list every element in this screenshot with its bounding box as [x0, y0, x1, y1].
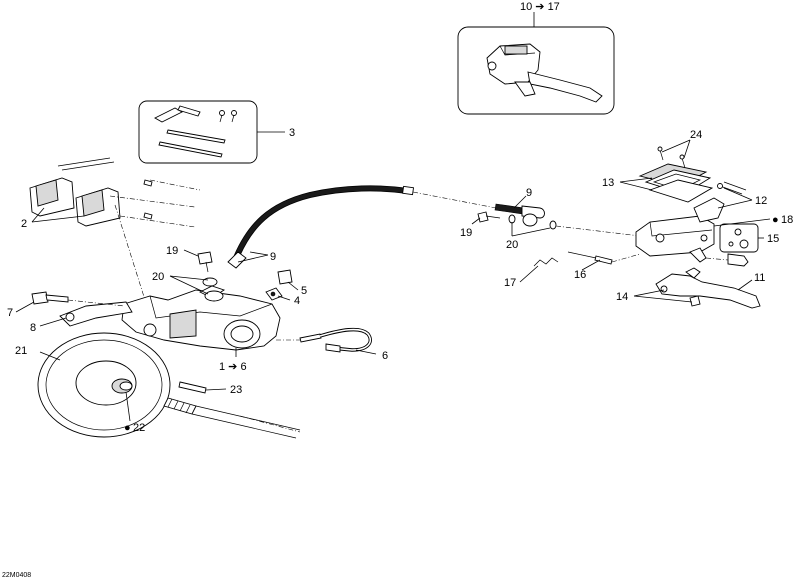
callout-6: 6	[382, 350, 388, 362]
drop-icon: ●	[772, 214, 779, 226]
caliper-bolt	[31, 291, 69, 305]
push-rod-and-spring	[533, 251, 613, 267]
callout-23: 23	[230, 384, 242, 396]
callout-18: 18	[781, 214, 793, 226]
caliper-bracket	[59, 301, 133, 327]
callout-24: 24	[690, 129, 702, 141]
callout-21: 21	[15, 345, 27, 357]
callout-10-17: 10 ➔ 17	[520, 1, 560, 13]
brake-hose	[227, 185, 415, 269]
inset-pins-and-bleeders	[138, 100, 258, 164]
brake-lever	[655, 267, 761, 309]
callout-19-left: 19	[166, 245, 178, 257]
drop-icon: ●	[124, 422, 131, 434]
lever-end-cap	[727, 253, 749, 267]
pad-retaining-screws	[143, 179, 153, 220]
leader-lines	[15, 12, 771, 422]
brake-pipe	[299, 327, 372, 353]
callout-20-left: 20	[152, 271, 164, 283]
hose-end-fitting	[494, 203, 545, 219]
callout-14: 14	[616, 291, 628, 303]
master-cylinder	[635, 215, 715, 263]
callout-22: 22	[133, 422, 145, 434]
brake-disc	[37, 332, 171, 438]
callout-17: 17	[504, 277, 516, 289]
callout-20-right: 20	[506, 239, 518, 251]
drive-shaft	[163, 381, 301, 439]
callout-8: 8	[30, 322, 36, 334]
bleeder-screw-and-cap	[265, 269, 293, 301]
callout-13: 13	[602, 177, 614, 189]
reservoir-cover-and-diaphragm	[638, 146, 714, 203]
callout-11: 11	[754, 272, 765, 284]
inset-master-cylinder-assembly	[457, 26, 615, 115]
callout-7: 7	[7, 307, 13, 319]
callout-1-6: 1 ➔ 6	[219, 361, 247, 373]
banjo-bolt-and-washers-right	[477, 211, 557, 230]
callout-9-left: 9	[270, 251, 276, 263]
clamp-and-bolts	[693, 181, 747, 223]
brake-pads	[29, 157, 121, 227]
callout-2: 2	[21, 218, 27, 230]
callout-3: 3	[289, 127, 295, 139]
callout-12: 12	[755, 195, 767, 207]
callout-5: 5	[301, 285, 307, 297]
callout-16: 16	[574, 269, 586, 281]
callout-9-top: 9	[526, 187, 532, 199]
brake-caliper	[121, 285, 281, 351]
callout-19-right: 19	[460, 227, 472, 239]
callout-4: 4	[294, 295, 300, 307]
brake-light-switch	[719, 223, 759, 253]
callout-15: 15	[767, 233, 779, 245]
drawing-code: 22M0408	[2, 572, 31, 579]
